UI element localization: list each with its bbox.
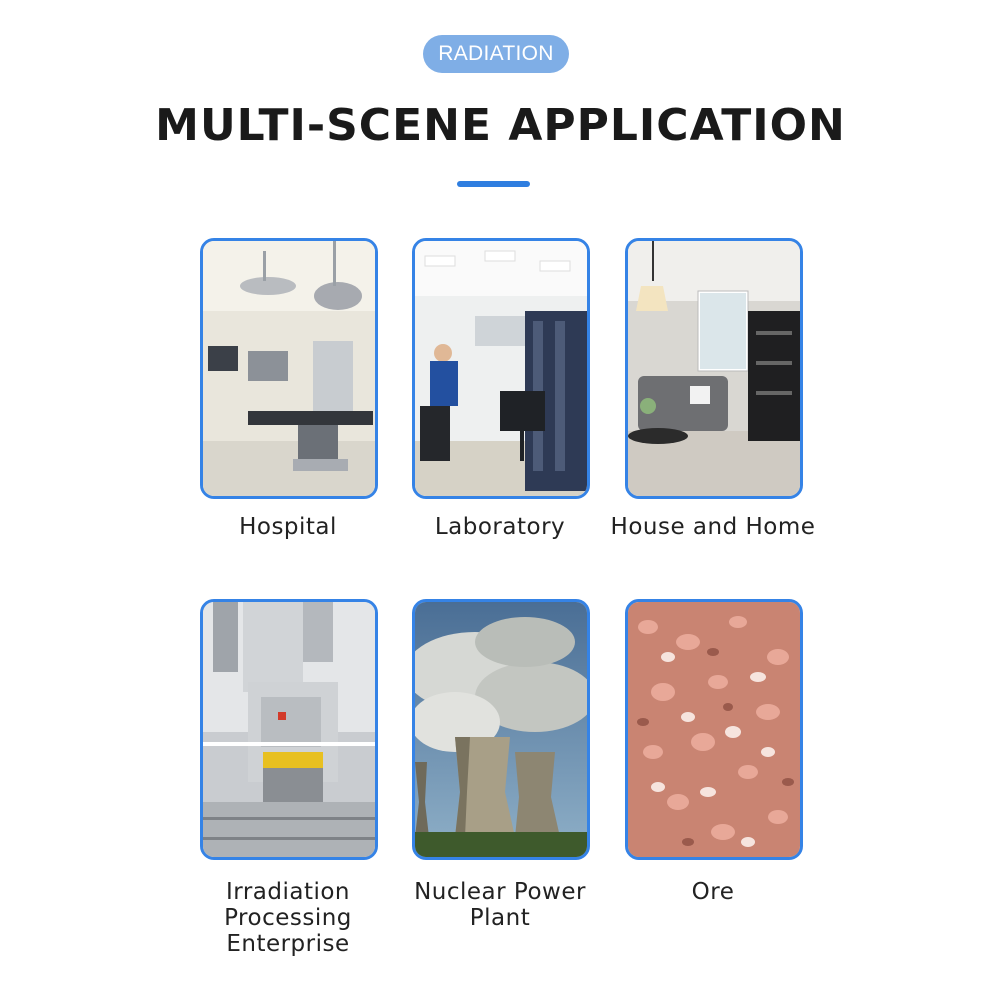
- house-image: [628, 241, 800, 496]
- scene-card-laboratory: [412, 238, 590, 499]
- scene-label-nuclear-power-plant: Nuclear Power Plant: [414, 879, 586, 931]
- ore-image: [628, 602, 800, 857]
- scene-card-nuclear-power-plant: [412, 599, 590, 860]
- radiation-badge: RADIATION: [423, 35, 569, 73]
- hospital-image: [203, 241, 375, 496]
- scene-label-house-and-home: House and Home: [610, 514, 816, 540]
- scene-card-irradiation-processing-enterprise: [200, 599, 378, 860]
- scene-label-laboratory: Laboratory: [434, 514, 566, 540]
- irradiation-plant-image: [203, 602, 375, 857]
- scene-label-hospital: Hospital: [239, 514, 337, 540]
- laboratory-image: [415, 241, 587, 496]
- scene-card-house-and-home: [625, 238, 803, 499]
- page-title: MULTI-SCENE APPLICATION: [155, 100, 846, 151]
- scene-label-irradiation-processing-enterprise: Irradiation Processing Enterprise: [224, 879, 352, 957]
- scene-label-ore: Ore: [691, 879, 735, 905]
- title-underline: [457, 181, 530, 187]
- cooling-tower-image: [415, 602, 587, 857]
- scene-card-ore: [625, 599, 803, 860]
- scene-card-hospital: [200, 238, 378, 499]
